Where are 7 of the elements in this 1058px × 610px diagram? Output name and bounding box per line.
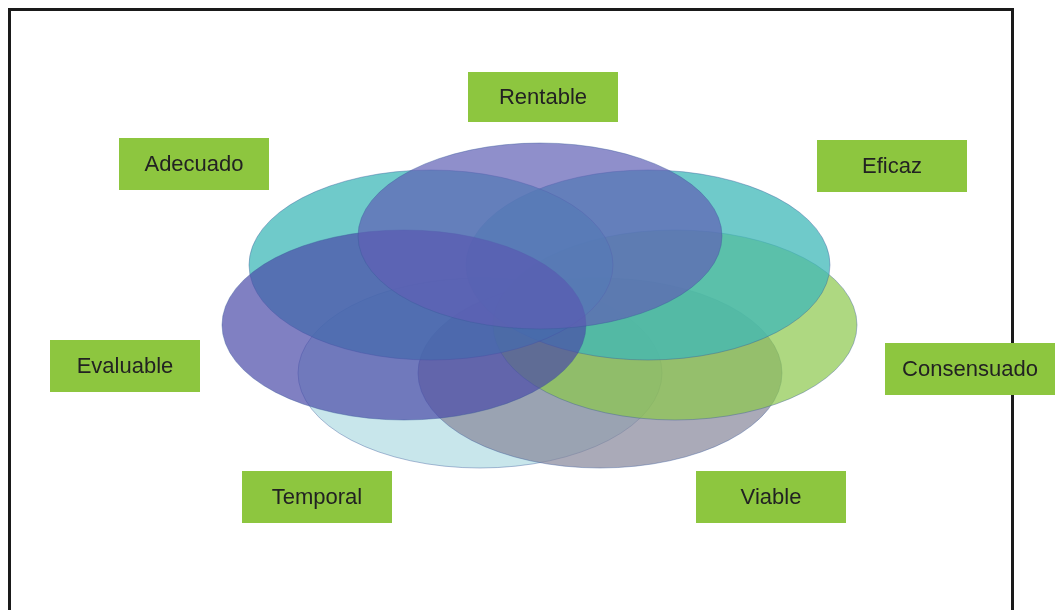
label-box: Temporal: [242, 471, 392, 523]
label-box: Consensuado: [885, 343, 1055, 395]
label-box: Adecuado: [119, 138, 269, 190]
label-box: Evaluable: [50, 340, 200, 392]
label-box: Eficaz: [817, 140, 967, 192]
label-box: Rentable: [468, 72, 618, 122]
label-box: Viable: [696, 471, 846, 523]
